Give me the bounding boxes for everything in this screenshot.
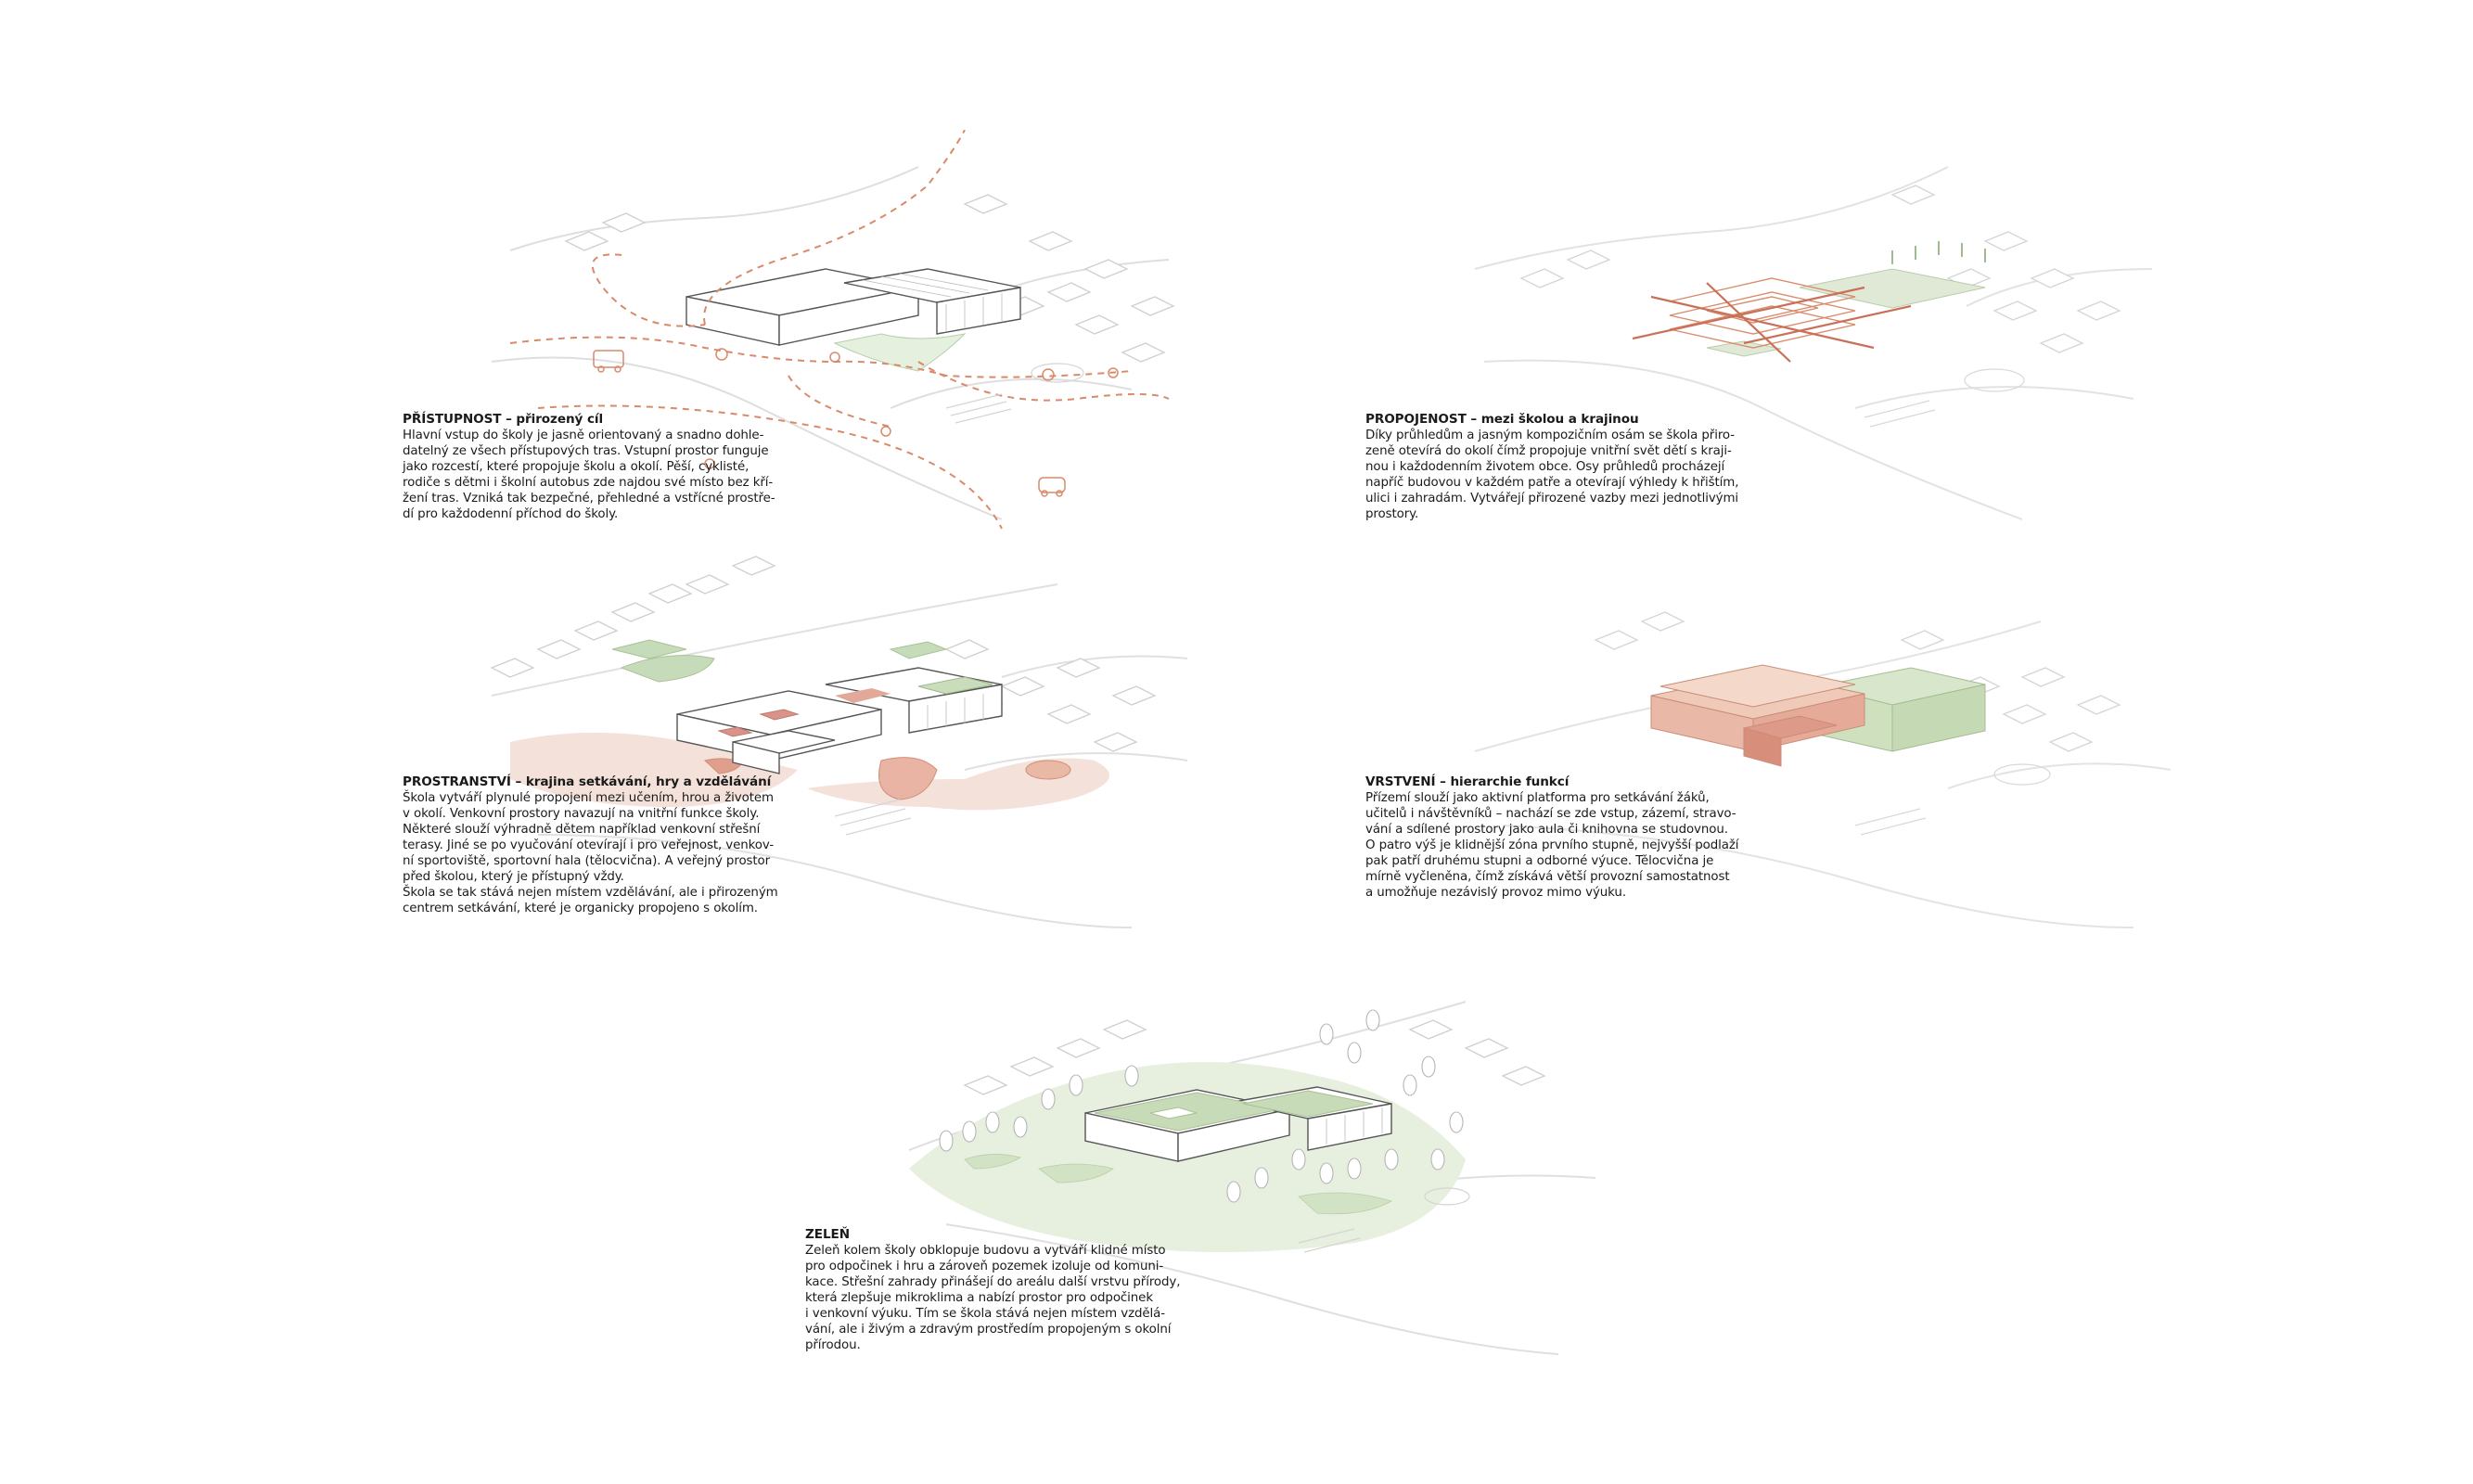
panel-title: PŘÍSTUPNOST – přirozený cíl <box>403 412 604 427</box>
text-block-pristupnost: PŘÍSTUPNOST – přirozený cíl Hlavní vstup… <box>403 412 820 522</box>
axonometric-connection-drawing <box>1474 166 2153 520</box>
text-block-zelen: ZELEŇ Zeleň kolem školy obklopuje budovu… <box>805 1227 1223 1353</box>
panel-body: Hlavní vstup do školy je jasně orientova… <box>403 429 775 521</box>
panel-title: ZELEŇ <box>805 1227 850 1242</box>
panel-body: Škola vytváří plynulé propojení mezi uče… <box>403 791 778 915</box>
diagram-zelen: ZELEŇ Zeleň kolem školy obklopuje budovu… <box>805 946 1614 1373</box>
panel-title: PROPOJENOST – mezi školou a krajinou <box>1365 412 1639 427</box>
diagram-prostranstvi: PROSTRANSTVÍ – krajina setkávání, hry a … <box>403 529 1206 937</box>
diagram-propojenost: PROPOJENOST – mezi školou a krajinou Dík… <box>1365 130 2171 538</box>
panel-body: Díky průhledům a jasným kompozičním osám… <box>1365 429 1739 521</box>
axonometric-layers-drawing <box>1474 611 2171 928</box>
text-block-prostranstvi: PROSTRANSTVÍ – krajina setkávání, hry a … <box>403 774 820 916</box>
axonometric-space-drawing <box>490 556 1188 928</box>
panel-body: Zeleň kolem školy obklopuje budovu a vyt… <box>805 1244 1181 1352</box>
diagram-vrstveni: VRSTVENÍ – hierarchie funkcí Přízemí slo… <box>1365 529 2171 937</box>
panel-title: PROSTRANSTVÍ – krajina setkávání, hry a … <box>403 774 772 789</box>
panel-body: Přízemí slouží jako aktivní platforma pr… <box>1365 791 1739 900</box>
axonometric-access-drawing <box>491 130 1175 530</box>
diagram-pristupnost: PŘÍSTUPNOST – přirozený cíl Hlavní vstup… <box>403 130 1206 538</box>
axonometric-greenery-drawing <box>908 1001 1596 1355</box>
text-block-vrstveni: VRSTVENÍ – hierarchie funkcí Přízemí slo… <box>1365 774 1783 901</box>
panel-title: VRSTVENÍ – hierarchie funkcí <box>1365 774 1570 789</box>
text-block-propojenost: PROPOJENOST – mezi školou a krajinou Dík… <box>1365 412 1783 522</box>
